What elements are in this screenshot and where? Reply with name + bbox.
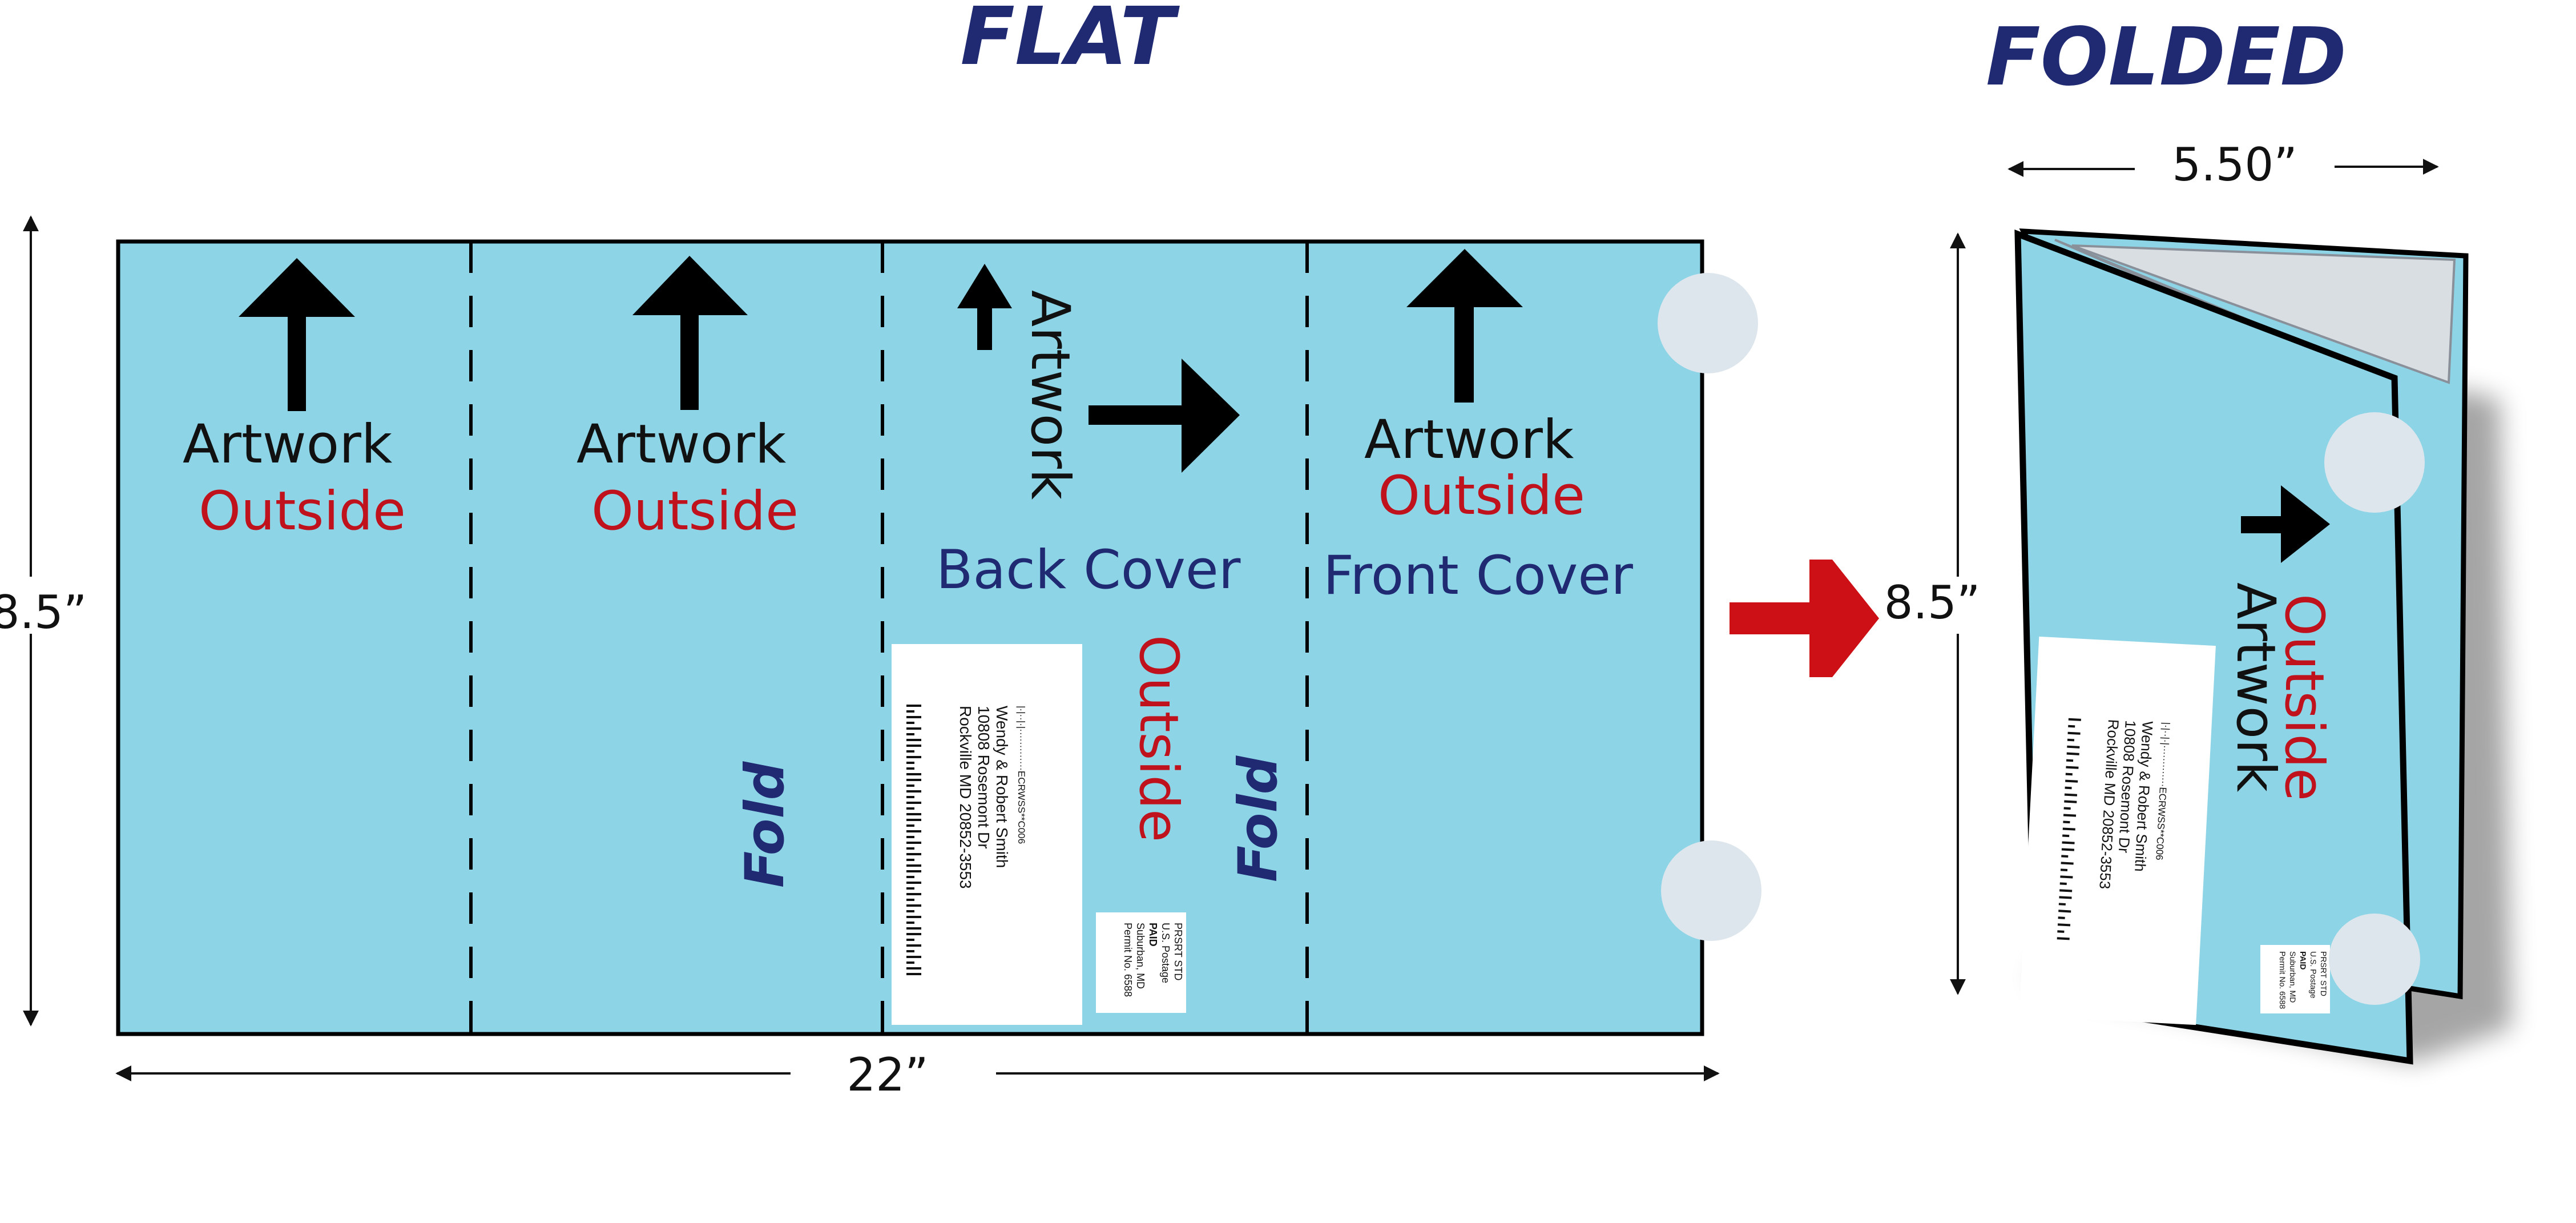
folded-artwork-label: Artwork bbox=[2224, 582, 2287, 792]
height-label-folded: 8.5” bbox=[1884, 576, 1981, 629]
panel-4-artwork: Artwork bbox=[1364, 409, 1574, 471]
folded-indicia-line-4: Suburban, MD bbox=[2288, 951, 2297, 1003]
seal-tab bbox=[1661, 840, 1761, 941]
folded-indicia-line-2: U.S. Postage bbox=[2309, 951, 2318, 999]
height-dimension-folded: 8.5” bbox=[1884, 232, 2021, 995]
folded-title: FOLDED bbox=[1986, 11, 2347, 104]
postage-indicia: PRSRT STD U.S. Postage PAID Suburban, MD… bbox=[1096, 912, 1186, 1013]
indicia-line-3: PAID bbox=[1147, 923, 1159, 947]
folded-right-arrow-icon bbox=[2241, 485, 2330, 563]
panel-2-outside: Outside bbox=[591, 480, 799, 542]
height-label-flat: 8.5” bbox=[0, 586, 87, 639]
height-dimension-flat: 8.5” bbox=[0, 215, 87, 1027]
indicia-line-5: Permit No. 6588 bbox=[1122, 923, 1134, 997]
folded-indicia-line-5: Permit No. 6588 bbox=[2278, 951, 2287, 1009]
width-label-folded: 5.50” bbox=[2172, 138, 2297, 191]
panel-4: Artwork Outside Front Cover bbox=[1323, 249, 1633, 607]
folded-barcode bbox=[2057, 718, 2081, 940]
mailing-city: Rockville MD 20852-3553 bbox=[957, 706, 974, 889]
fold-label-1: Fold bbox=[734, 761, 796, 888]
panel-2: Artwork Outside bbox=[577, 256, 799, 542]
mailing-street: 10808 Rosemont Dr bbox=[975, 706, 993, 849]
inner-page bbox=[2071, 244, 2456, 384]
panel-1: Artwork Outside bbox=[183, 258, 406, 542]
folded-indicia-line-1: PRSRT STD bbox=[2319, 951, 2328, 996]
panel-1-artwork: Artwork bbox=[183, 413, 393, 476]
back-cover-label: Back Cover bbox=[936, 539, 1241, 601]
panel-3-outside-rotated: Outside bbox=[1127, 635, 1190, 842]
mailing-label: |·|··|·|·············ECRWSS**C006 Wendy … bbox=[892, 644, 1082, 1025]
width-dimension-flat: 22” bbox=[115, 1048, 1720, 1101]
right-arrow-icon bbox=[1089, 359, 1240, 473]
up-arrow-icon bbox=[957, 264, 1012, 350]
width-label-flat: 22” bbox=[846, 1048, 928, 1101]
folded-seal-tab bbox=[2329, 914, 2420, 1005]
indicia-line-4: Suburban, MD bbox=[1135, 923, 1146, 989]
folded-indicia-line-3: PAID bbox=[2299, 951, 2308, 969]
folded-outside-label: Outside bbox=[2273, 594, 2335, 801]
fold-label-2: Fold bbox=[1227, 755, 1289, 882]
panel-3: Artwork Back Cover |·|··|·|·············… bbox=[892, 264, 1241, 1025]
panel-4-outside: Outside bbox=[1378, 465, 1585, 527]
mailing-barcode-line: |·|··|·|·············ECRWSS**C006 bbox=[1016, 706, 1027, 844]
folded-postage-indicia: PRSRT STD U.S. Postage PAID Suburban, MD… bbox=[2260, 945, 2330, 1013]
panel-3-artwork: Artwork bbox=[1019, 290, 1081, 500]
transition-arrow-icon bbox=[1730, 560, 1879, 677]
indicia-line-1: PRSRT STD bbox=[1172, 923, 1184, 980]
width-dimension-folded: 5.50” bbox=[2007, 138, 2439, 191]
barcode bbox=[906, 705, 921, 975]
folded-seal-tab bbox=[2324, 412, 2425, 513]
front-cover-label: Front Cover bbox=[1323, 545, 1633, 607]
seal-tab bbox=[1658, 273, 1758, 373]
panel-2-artwork: Artwork bbox=[577, 413, 787, 476]
mailing-name: Wendy & Robert Smith bbox=[993, 706, 1011, 868]
up-arrow-icon bbox=[1406, 249, 1523, 403]
indicia-line-2: U.S. Postage bbox=[1160, 923, 1171, 983]
flat-title: FLAT bbox=[960, 0, 1180, 83]
folded-brochure: |·|··|·|·············ECRWSS**C006 Wendy … bbox=[2014, 228, 2512, 1065]
panel-1-outside: Outside bbox=[199, 480, 406, 542]
up-arrow-icon bbox=[239, 258, 355, 411]
up-arrow-icon bbox=[632, 256, 748, 410]
